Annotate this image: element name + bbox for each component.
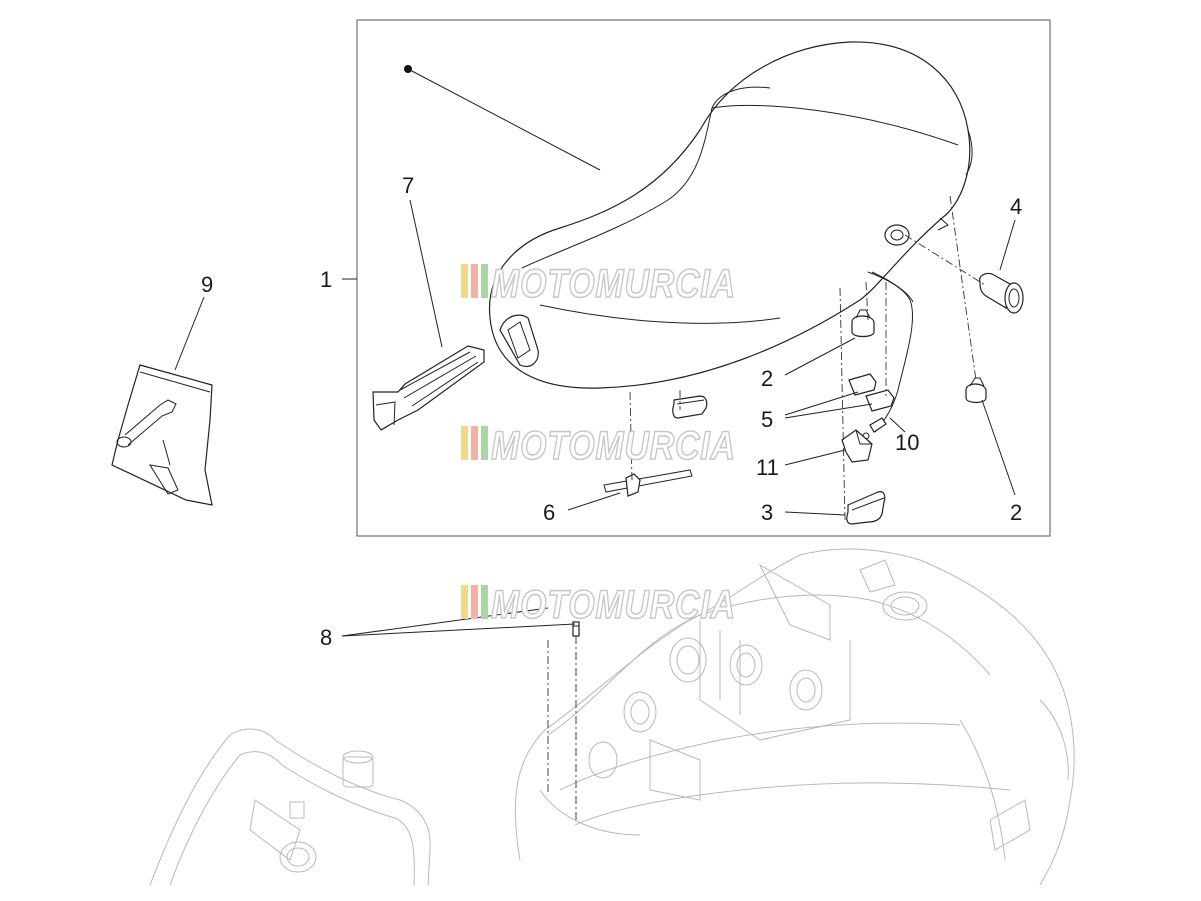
callout-8: 8 — [320, 625, 332, 650]
front-shield-ghost — [149, 728, 431, 886]
callout-1: 1 — [320, 267, 332, 292]
callout-3: 3 — [761, 500, 773, 525]
callout-4: 4 — [1010, 194, 1022, 219]
watermark: MOTOMURCIA — [461, 423, 736, 469]
part-11-block — [784, 429, 873, 466]
svg-text:MOTOMURCIA: MOTOMURCIA — [491, 424, 736, 468]
seat-marker — [404, 65, 601, 171]
callout-6: 6 — [543, 500, 555, 525]
part-7-latch — [372, 199, 485, 431]
part-3-pad — [784, 491, 886, 525]
svg-text:MOTOMURCIA: MOTOMURCIA — [491, 583, 736, 627]
callout-9: 9 — [201, 272, 213, 297]
part-2-bumper-mid — [784, 309, 875, 376]
seat — [488, 41, 973, 389]
part-9-toolkit — [111, 296, 213, 506]
part-6-buffer — [567, 395, 708, 511]
callout-7: 7 — [402, 173, 414, 198]
part-10-cable — [862, 271, 914, 440]
callout-2-right: 2 — [1010, 500, 1022, 525]
svg-text:MOTOMURCIA: MOTOMURCIA — [491, 262, 736, 306]
part-8-screws — [341, 607, 580, 637]
watermark: MOTOMURCIA — [461, 261, 736, 307]
part-4-lock — [979, 219, 1024, 314]
watermark: MOTOMURCIA — [461, 582, 736, 628]
callout-11: 11 — [756, 455, 779, 480]
seat-assembly-frame — [356, 19, 1051, 537]
part-2-bumper-right — [965, 377, 1016, 496]
scooter-body-ghost — [514, 548, 1075, 886]
callout-5: 5 — [761, 407, 773, 432]
part-5-clips — [784, 373, 895, 419]
callout-2-mid: 2 — [761, 366, 773, 391]
callout-10: 10 — [895, 430, 919, 455]
assembly-lines — [547, 195, 986, 820]
